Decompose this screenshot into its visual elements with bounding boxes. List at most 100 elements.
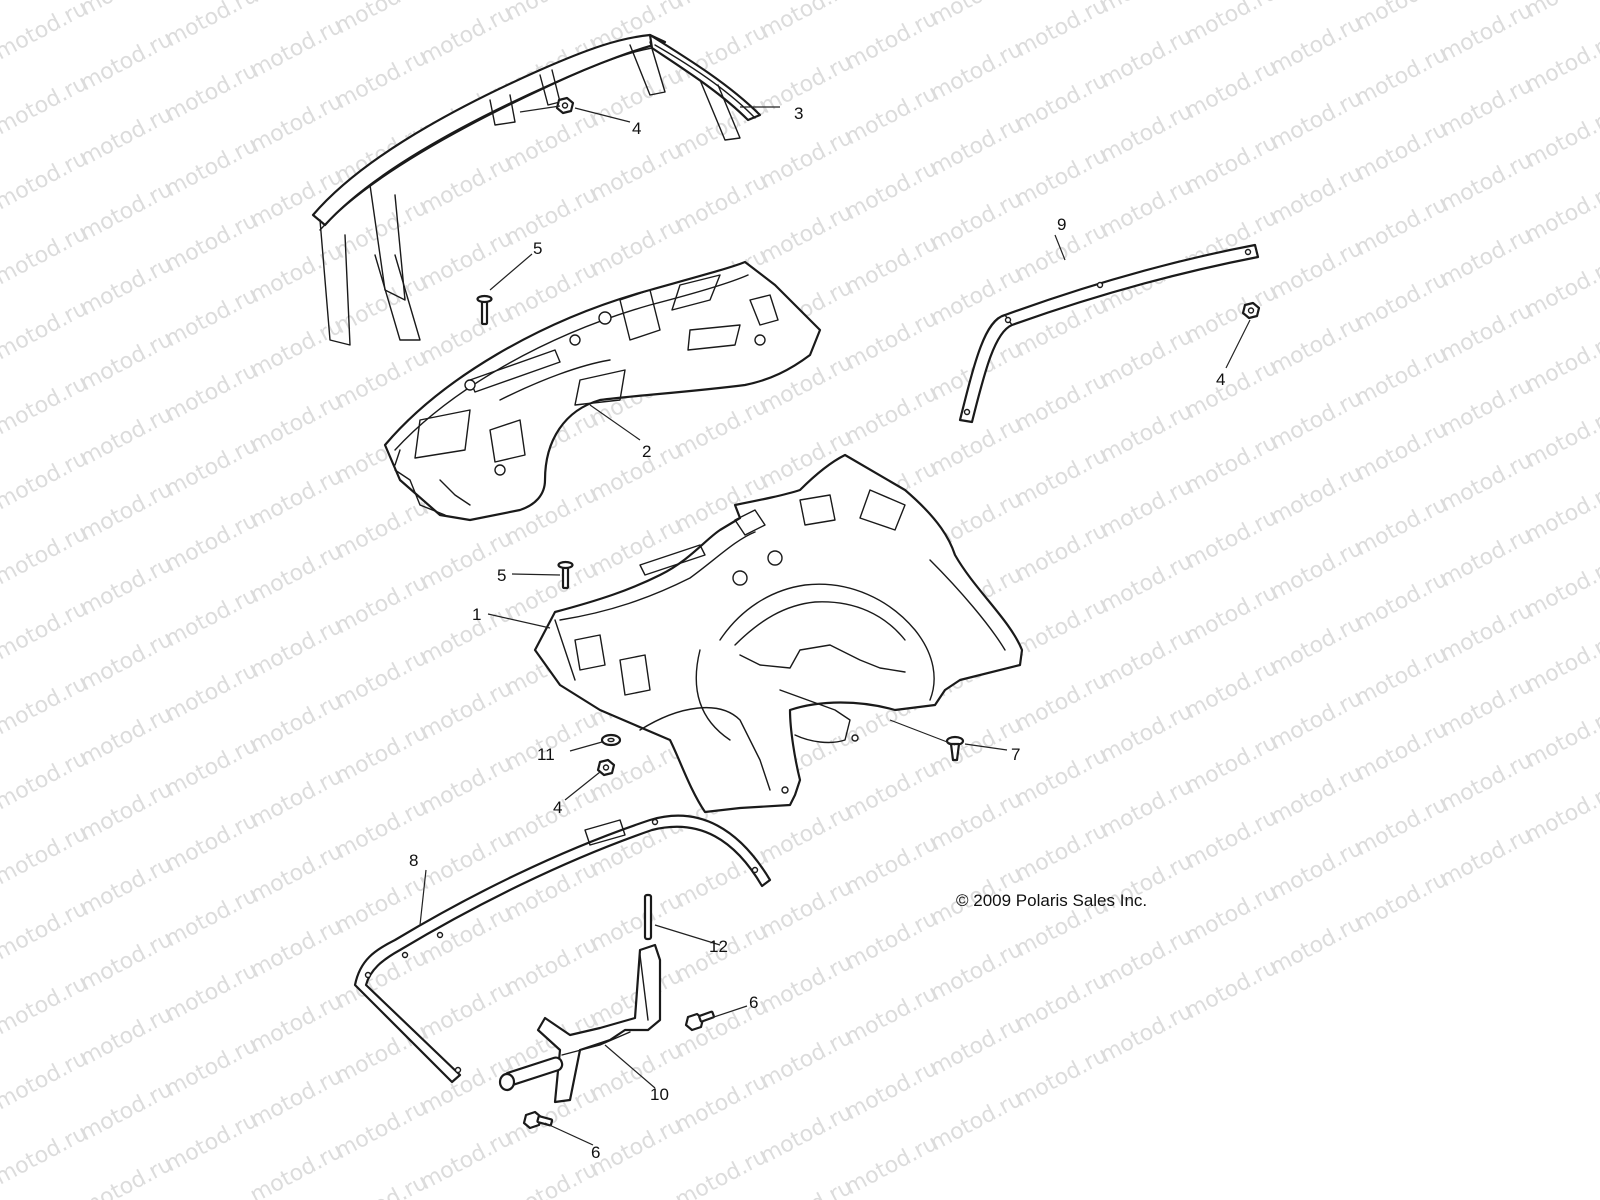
watermark-text: motod.ru <box>501 107 602 176</box>
watermark-text: motod.ru <box>841 1056 942 1125</box>
watermark-text: motod.ru <box>416 676 517 745</box>
watermark-text: motod.ru <box>1011 0 1112 62</box>
watermark-text: motod.ru <box>0 671 92 740</box>
watermark-text: motod.ru <box>1436 523 1537 592</box>
watermark-text: motod.ru <box>671 1069 772 1138</box>
watermark-text: motod.ru <box>161 1033 262 1102</box>
watermark-text: motod.ru <box>1266 236 1367 305</box>
watermark-text: motod.ru <box>756 125 857 194</box>
watermark-text: motod.ru <box>671 94 772 163</box>
watermark-text: motod.ru <box>756 950 857 1019</box>
watermark-text: motod.ru <box>1266 311 1367 380</box>
watermark-text: motod.ru <box>1351 867 1452 936</box>
watermark-text: motod.ru <box>1011 818 1112 887</box>
copyright-notice: © 2009 Polaris Sales Inc. <box>956 891 1147 910</box>
watermark-text: motod.ru <box>1436 673 1537 742</box>
callout-7: 7 <box>1011 745 1020 764</box>
watermark-text: motod.ru <box>671 1144 772 1200</box>
watermark-text: motod.ru <box>0 1046 92 1115</box>
watermark-text: motod.ru <box>1096 99 1197 168</box>
watermark-text: motod.ru <box>1521 104 1600 173</box>
watermark-text: motod.ru <box>1521 704 1600 773</box>
watermark-text: motod.ru <box>841 306 942 375</box>
watermark-text: motod.ru <box>161 808 262 877</box>
part-1-rear-fender <box>533 453 1024 814</box>
watermark-text: motod.ru <box>0 971 92 1040</box>
watermark-text: motod.ru <box>1436 0 1537 67</box>
watermark-text: motod.ru <box>0 0 92 65</box>
callout-3: 3 <box>794 104 803 123</box>
watermark-text: motod.ru <box>76 1152 177 1200</box>
watermark-text: motod.ru <box>161 358 262 427</box>
watermark-text: motod.ru <box>76 102 177 171</box>
watermark-text: motod.ru <box>586 888 687 957</box>
watermark-text: motod.ru <box>246 764 347 833</box>
watermark-text: motod.ru <box>161 0 262 52</box>
watermark-text: motod.ru <box>331 45 432 114</box>
watermark-text: motod.ru <box>246 464 347 533</box>
watermark-text: motod.ru <box>1181 730 1282 799</box>
watermark-text: motod.ru <box>841 906 942 975</box>
watermark-text: motod.ru <box>76 702 177 771</box>
part-4-nut-top <box>555 96 575 115</box>
watermark-text: motod.ru <box>1266 11 1367 80</box>
watermark-text: motod.ru <box>926 1012 1027 1081</box>
watermark-text: motod.ru <box>1436 823 1537 892</box>
watermark-text: motod.ru <box>246 1064 347 1133</box>
watermark-text: motod.ru <box>1521 629 1600 698</box>
watermark-text: motod.ru <box>331 645 432 714</box>
watermark-text: motod.ru <box>1436 373 1537 442</box>
watermark-text: motod.ru <box>1096 549 1197 618</box>
part-6-bolt-lower <box>522 1110 554 1130</box>
callout-2: 2 <box>642 442 651 461</box>
watermark-text: motod.ru <box>246 689 347 758</box>
watermark-text: motod.ru <box>161 583 262 652</box>
callout-labels: 3 4 5 2 9 4 5 1 11 4 7 8 12 6 10 6 <box>409 104 1225 1162</box>
watermark-text: motod.ru <box>331 720 432 789</box>
watermark-text: motod.ru <box>416 601 517 670</box>
watermark-text: motod.ru <box>1521 179 1600 248</box>
watermark-text: motod.ru <box>1011 968 1112 1037</box>
watermark-text: motod.ru <box>926 787 1027 856</box>
callout-11: 11 <box>537 745 555 764</box>
callout-6-lower: 6 <box>591 1143 600 1162</box>
watermark-text: motod.ru <box>246 314 347 383</box>
watermark-text: motod.ru <box>331 345 432 414</box>
watermark-text: motod.ru <box>1521 329 1600 398</box>
part-5-bolt-lower <box>557 560 574 590</box>
watermark-text: motod.ru <box>1351 117 1452 186</box>
watermark-text: motod.ru <box>926 37 1027 106</box>
watermark-text: motod.ru <box>1011 743 1112 812</box>
watermark-text: motod.ru <box>1181 955 1282 1024</box>
watermark-text: motod.ru <box>76 327 177 396</box>
watermark-text: motod.ru <box>1011 1043 1112 1112</box>
watermark-text: motod.ru <box>246 89 347 158</box>
watermark-text: motod.ru <box>1096 924 1197 993</box>
callout-1: 1 <box>472 605 481 624</box>
watermark-text: motod.ru <box>841 756 942 825</box>
watermark-text: motod.ru <box>0 1121 92 1190</box>
watermark-text: motod.ru <box>76 0 177 21</box>
watermark-text: motod.ru <box>501 707 602 776</box>
watermark-text: motod.ru <box>1011 368 1112 437</box>
watermark-text: motod.ru <box>1521 254 1600 323</box>
watermark-text: motod.ru <box>161 883 262 952</box>
watermark-text: motod.ru <box>756 875 857 944</box>
watermark-text: motod.ru <box>1436 73 1537 142</box>
watermark-text: motod.ru <box>246 539 347 608</box>
watermark-text: motod.ru <box>1181 280 1282 349</box>
watermark-text: motod.ru <box>841 1131 942 1200</box>
watermark-text: motod.ru <box>1436 748 1537 817</box>
watermark-text: motod.ru <box>671 394 772 463</box>
watermark-text: motod.ru <box>331 570 432 639</box>
watermark-text: motod.ru <box>246 389 347 458</box>
callout-9: 8 <box>409 851 418 870</box>
part-8-side-bar <box>958 243 1260 424</box>
watermark-text: motod.ru <box>161 958 262 1027</box>
watermark-text: motod.ru <box>841 6 942 75</box>
callout-4-top: 4 <box>632 119 641 138</box>
watermark-text: motod.ru <box>1181 0 1282 49</box>
watermark-text: motod.ru <box>161 508 262 577</box>
watermark-text: motod.ru <box>1266 686 1367 755</box>
watermark-text: motod.ru <box>0 371 92 440</box>
